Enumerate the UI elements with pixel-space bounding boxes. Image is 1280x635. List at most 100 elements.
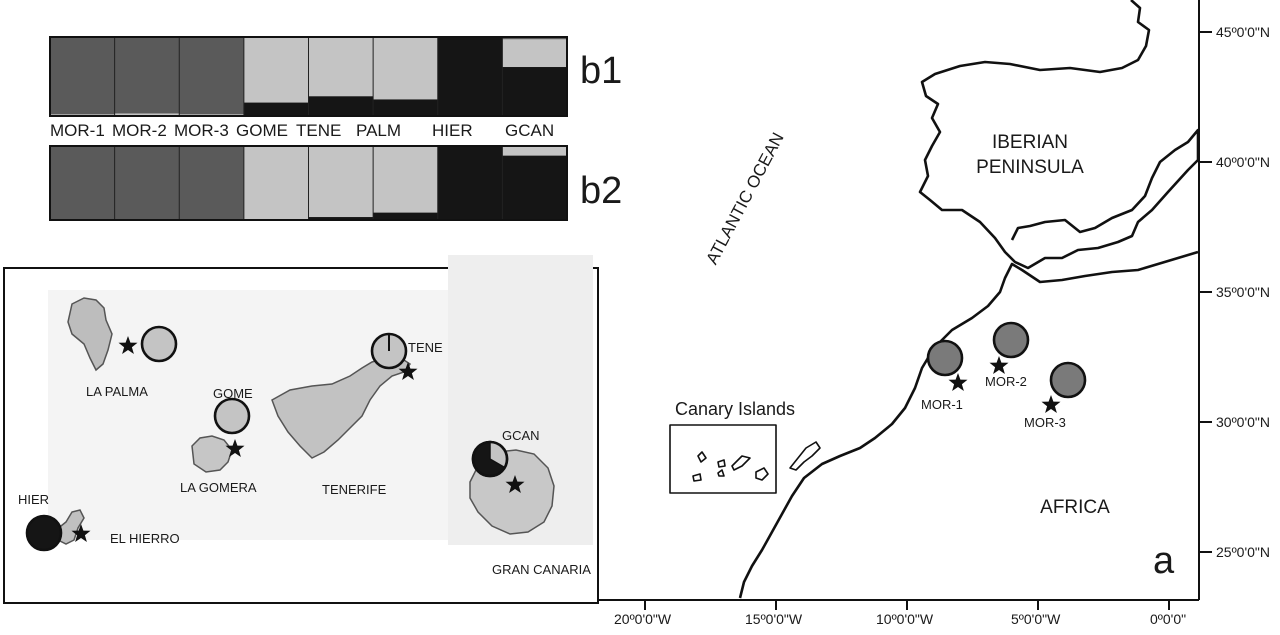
site-label-mor3: MOR-3: [1024, 415, 1066, 430]
gome-star: [225, 439, 245, 457]
mor1-star: [948, 373, 968, 391]
mor2-circle: [992, 321, 1030, 359]
lat-label-40: 40º0'0"N: [1216, 154, 1271, 170]
b2-bars-mor-3-dark_gray: [179, 146, 244, 220]
africa-coastline: [738, 250, 1199, 599]
b2-bars-gome-light_gray: [243, 146, 309, 220]
pop-label-gcan: GCAN: [505, 121, 555, 140]
pop-label-mor2: MOR-2: [112, 121, 167, 140]
b1-bars-mor-2-light_gray: [114, 113, 180, 116]
b2-bars-hier-black: [437, 146, 503, 220]
hier-star: [71, 524, 91, 542]
morocco-sites: [926, 321, 1087, 399]
mor1-circle: [926, 339, 964, 377]
b1-bars-gcan-black: [502, 67, 567, 116]
gcan-star: [505, 475, 525, 493]
lat-label-30: 30º0'0"N: [1216, 414, 1271, 430]
tene-star: [398, 362, 418, 380]
structure-plot-b2: [50, 146, 567, 220]
lat-label-35: 35º0'0"N: [1216, 284, 1271, 300]
b1-bars-mor-1-dark_gray: [50, 37, 115, 115]
island-label-la-palma: LA PALMA: [86, 384, 148, 399]
inset-pies: [25, 325, 509, 552]
panel-label-b2: b2: [580, 170, 623, 212]
b1-bars-tene-light_gray: [308, 37, 374, 97]
gcan-pie: [471, 440, 509, 478]
island-label-tenerife: TENERIFE: [322, 482, 387, 497]
b1-bars-tene-black: [308, 96, 374, 116]
pop-label-palm: PALM: [356, 121, 402, 140]
b1-bars-gome-light_gray: [243, 37, 309, 103]
b2-bars-gcan-light_gray: [502, 146, 567, 156]
b2-bars-tene-black: [308, 217, 374, 220]
pop-label-mor1: MOR-1: [50, 121, 105, 140]
pie-label-tene: TENE: [408, 340, 443, 355]
canary-islands-label: Canary Islands: [675, 399, 796, 419]
b1-bars-palm-black: [373, 99, 438, 116]
island-label-gran-canaria-wrap: GRAN CANARIA: [492, 563, 597, 576]
lon-label-10w: 10º0'0"W: [876, 611, 934, 627]
panel-label-b1: b1: [580, 50, 623, 92]
inset-background: [48, 290, 468, 540]
lon-label-15w: 15º0'0"W: [745, 611, 803, 627]
pop-label-hier: HIER: [432, 121, 473, 140]
palm-star: [118, 336, 138, 354]
lat-axis: [1198, 0, 1212, 600]
b1-bars-mor-2-dark_gray: [114, 37, 180, 114]
la-palma-shape: [67, 297, 113, 372]
site-stars: [948, 356, 1061, 413]
pie-label-gome: GOME: [213, 386, 253, 401]
b1-bars-mor-1-light_gray: [50, 114, 115, 116]
b1-bars-mor-3-dark_gray: [179, 37, 244, 115]
mor3-circle: [1049, 361, 1087, 399]
island-label-gran-canaria: GRAN CANARIA: [492, 563, 591, 576]
palm-pie: [140, 325, 178, 363]
site-label-mor2: MOR-2: [985, 374, 1027, 389]
pie-label-hier: HIER: [18, 492, 50, 507]
mor2-star: [989, 356, 1009, 374]
tene-pie: [370, 332, 408, 370]
canary-box: [669, 424, 777, 494]
main-map: [669, 0, 1200, 599]
b2-bars-palm-black: [373, 212, 438, 220]
lat-label-25: 25º0'0"N: [1216, 544, 1271, 560]
lat-label-45: 45º0'0"N: [1216, 24, 1271, 40]
pop-label-gome: GOME: [236, 121, 288, 140]
iberia-label-line1: IBERIAN: [991, 132, 1069, 153]
lon-label-5w: 5º0'0"W: [1011, 611, 1061, 627]
lon-label-20w: 20º0'0"W: [614, 611, 672, 627]
mini-canary-islands: [692, 441, 821, 482]
tenerife-shape: [271, 355, 412, 459]
island-label-la-gomera: LA GOMERA: [180, 480, 257, 495]
structure-plot-b1: [50, 37, 567, 116]
africa-label: AFRICA: [1040, 497, 1110, 518]
b1-bars-mor-3-light_gray: [179, 114, 244, 116]
b2-bars-mor-2-dark_gray: [114, 146, 180, 220]
b2-bars-mor-1-dark_gray: [50, 146, 115, 220]
b1-bars-gcan-dark_gray: [502, 37, 567, 40]
b1-bars-gcan-light_gray: [502, 39, 567, 68]
site-label-mor1: MOR-1: [921, 397, 963, 412]
el-hierro-shape: [55, 509, 85, 545]
pie-label-gcan: GCAN: [502, 428, 540, 443]
iberia-coastline: [918, 0, 1200, 270]
pop-label-mor3: MOR-3: [174, 121, 229, 140]
b2-bars-gcan-black: [502, 155, 567, 220]
inset-stars: [71, 336, 525, 542]
panel-label-a: a: [1153, 540, 1175, 582]
pop-label-tene: TENE: [296, 121, 342, 140]
b2-frame: [49, 145, 568, 221]
iberia-label-line2: PENINSULA: [976, 157, 1084, 178]
b1-bars-hier-black: [437, 37, 503, 116]
gome-pie: [213, 397, 251, 435]
mor3-star: [1041, 395, 1061, 413]
lon-label-0: 0º0'0": [1150, 611, 1187, 627]
b1-frame: [49, 36, 568, 117]
inset-islands: [55, 297, 555, 545]
b2-bars-tene-light_gray: [308, 146, 374, 218]
b1-bars-gome-black: [243, 102, 309, 116]
b2-bars-palm-light_gray: [373, 146, 438, 213]
hier-pie: [25, 514, 63, 552]
lon-axis: [598, 599, 1199, 610]
